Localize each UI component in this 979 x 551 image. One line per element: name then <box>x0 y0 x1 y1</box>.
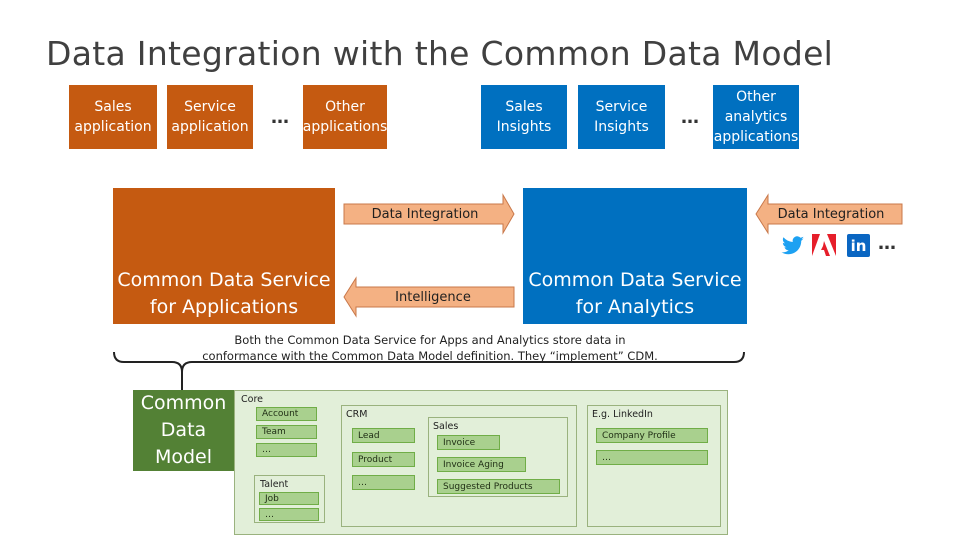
entity-company-profile: Company Profile <box>596 428 708 443</box>
entity-team: Team <box>256 425 317 439</box>
data-integration-label: Data Integration <box>371 206 479 222</box>
entity-invoice-aging: Invoice Aging <box>437 457 526 472</box>
intelligence-arrow <box>343 276 515 318</box>
entity-core-more: … <box>256 443 317 457</box>
linkedin-icon: in <box>847 234 870 257</box>
service-application-tile: Service application <box>167 85 253 149</box>
adobe-icon <box>812 234 836 256</box>
other-analytics-applications-tile: Other analytics applications <box>713 85 799 149</box>
common-data-model-box: Common Data Model <box>133 390 234 471</box>
external-data-integration-arrow <box>755 193 903 235</box>
entity-product: Product <box>352 452 415 467</box>
entity-lead: Lead <box>352 428 415 443</box>
core-section-label: Core <box>241 394 263 405</box>
entity-suggested-products: Suggested Products <box>437 479 560 494</box>
service-insights-tile: Service Insights <box>578 85 665 149</box>
cds-for-applications-box: Common Data Service for Applications <box>113 188 335 324</box>
entity-invoice: Invoice <box>437 435 500 450</box>
insights-ellipsis: … <box>681 107 699 128</box>
intelligence-label: Intelligence <box>395 289 471 305</box>
entity-crm-more: … <box>352 475 415 490</box>
sales-section-label: Sales <box>433 421 459 432</box>
entity-account: Account <box>256 407 317 421</box>
entity-talent-more: … <box>259 508 319 521</box>
linkedin-section <box>587 405 721 527</box>
external-sources-ellipsis: … <box>878 233 896 254</box>
crm-section-label: CRM <box>346 409 368 420</box>
sales-application-tile: Sales application <box>69 85 157 149</box>
entity-job: Job <box>259 492 319 505</box>
external-data-integration-label: Data Integration <box>777 206 885 222</box>
twitter-icon <box>781 236 804 255</box>
other-applications-tile: Other applications <box>303 85 387 149</box>
sales-insights-tile: Sales Insights <box>481 85 567 149</box>
linkedin-section-label: E.g. LinkedIn <box>592 409 653 420</box>
cds-for-analytics-box: Common Data Service for Analytics <box>523 188 747 324</box>
entity-linkedin-more: … <box>596 450 708 465</box>
data-integration-arrow <box>343 193 515 235</box>
talent-section-label: Talent <box>260 479 289 490</box>
page-title: Data Integration with the Common Data Mo… <box>46 34 834 73</box>
apps-ellipsis: … <box>271 107 289 128</box>
cdm-caption: Both the Common Data Service for Apps an… <box>202 333 658 363</box>
